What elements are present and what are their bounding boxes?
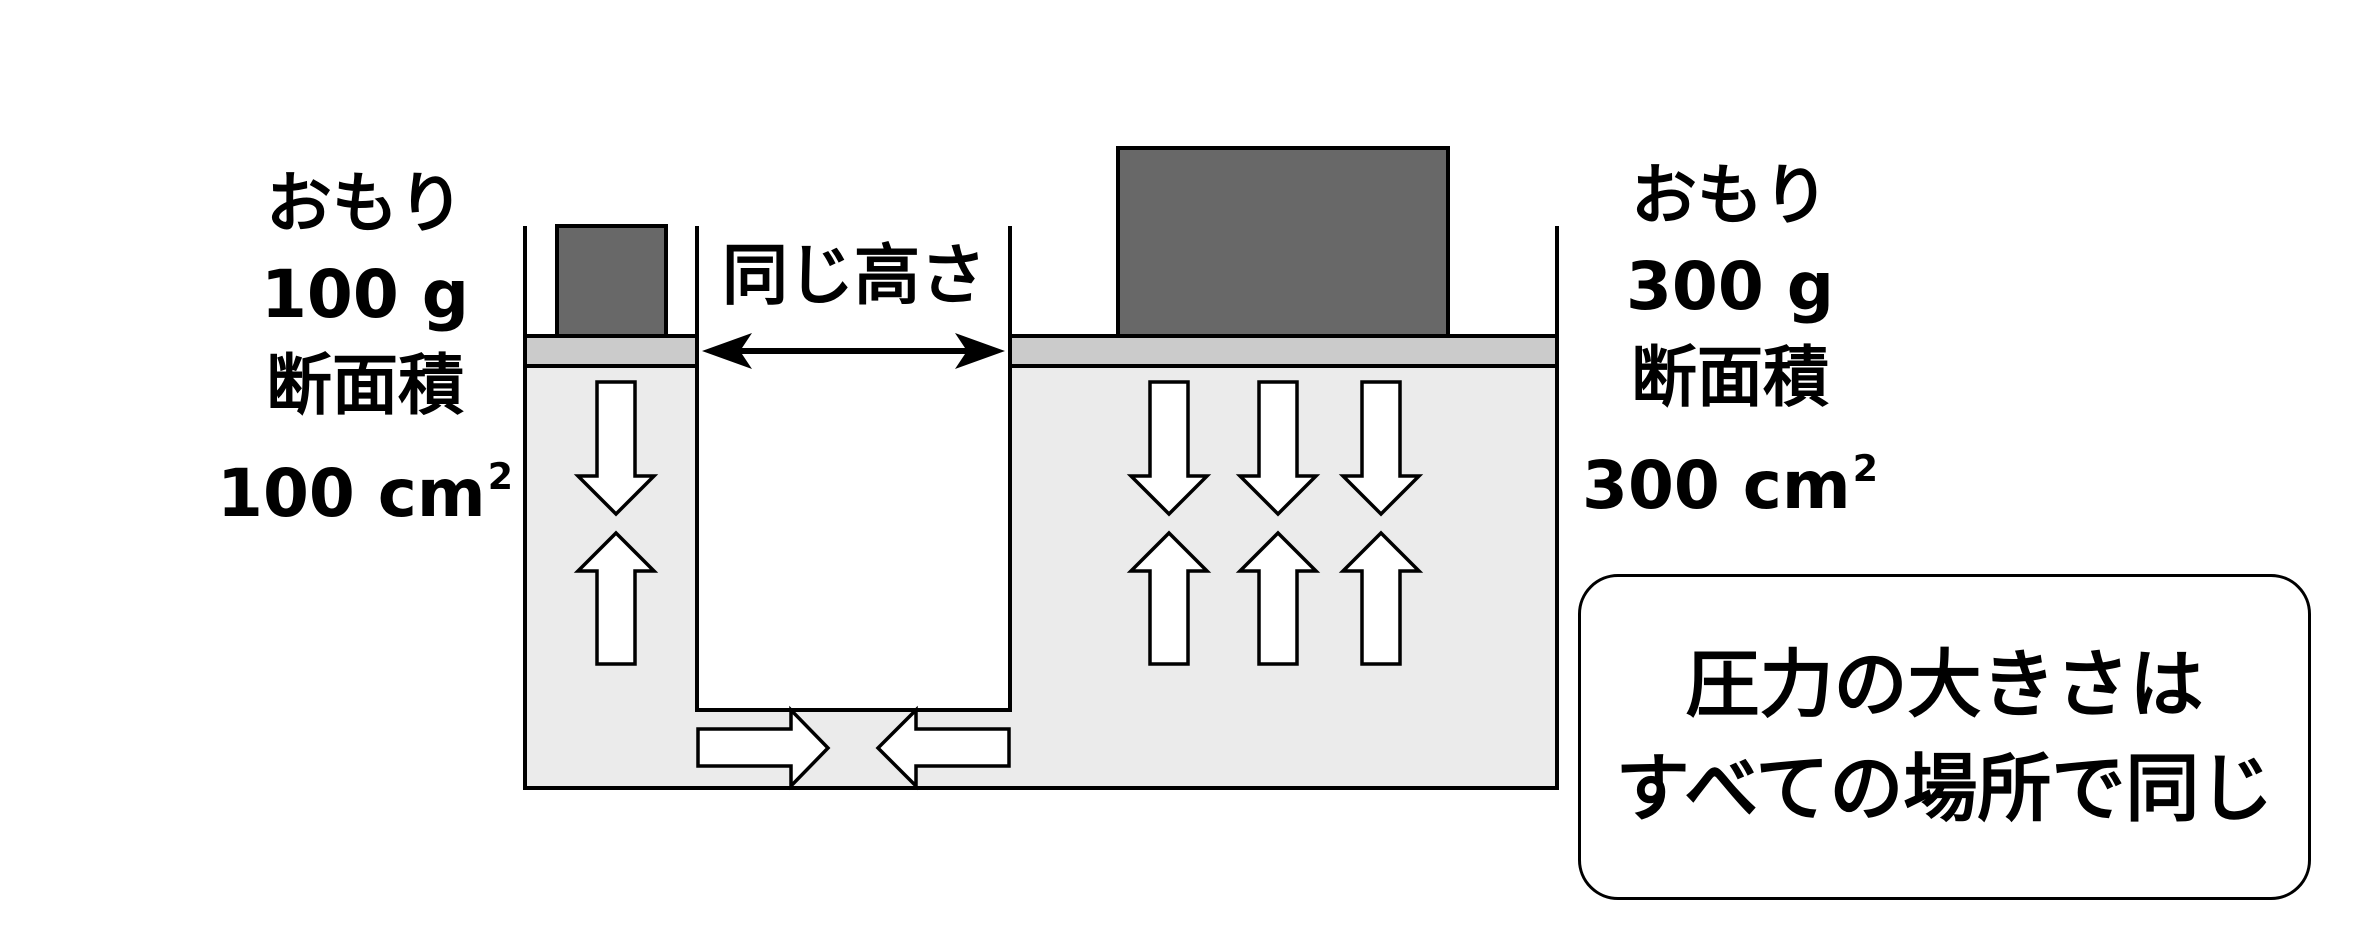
left-area: 100 cm2: [210, 431, 520, 539]
right-weight: [1116, 146, 1450, 338]
down-arrow-icon: [1235, 380, 1321, 517]
right-arrow-icon: [696, 705, 831, 791]
left-mass-unit: g: [421, 256, 469, 333]
left-piston: [523, 334, 699, 368]
pressure-arrows: [573, 380, 1424, 791]
up-arrow-icon: [573, 530, 659, 666]
down-arrow-icon: [573, 380, 659, 517]
container-walls: [523, 226, 1559, 790]
left-weight: [555, 224, 668, 338]
left-weight-mass: 100 g: [210, 249, 520, 340]
up-arrow-icon: [1235, 530, 1321, 666]
left-weight-label: おもり 100 g 断面積 100 cm2: [210, 158, 520, 539]
right-piston: [1008, 334, 1559, 368]
up-arrow-icon: [1126, 530, 1212, 666]
note-line-2: すべての場所で同じ: [1615, 746, 2274, 832]
right-weight-label: おもり 300 g 断面積 300 cm2: [1575, 150, 1885, 531]
left-area-value: 100: [217, 455, 355, 533]
pressure-note-box: 圧力の大きさは すべての場所で同じ: [1578, 574, 2311, 900]
right-area-title: 断面積: [1631, 339, 1829, 416]
right-weight-title: おもり: [1631, 157, 1829, 234]
left-area-exponent: 2: [487, 455, 513, 498]
arrowhead-left: [702, 333, 752, 369]
same-height-double-arrow: [702, 333, 1005, 369]
right-area: 300 cm2: [1575, 423, 1885, 531]
left-area-unit: cm: [377, 455, 486, 533]
left-weight-title: おもり: [266, 165, 464, 242]
left-arrow-icon: [875, 705, 1011, 791]
left-mass-value: 100: [260, 256, 399, 333]
right-mass-value: 300: [1625, 248, 1764, 325]
down-arrow-icon: [1338, 380, 1424, 517]
note-line-1: 圧力の大きさは: [1685, 642, 2204, 728]
left-area-title: 断面積: [266, 347, 464, 424]
right-mass-unit: g: [1786, 248, 1834, 325]
arrowhead-right: [955, 333, 1005, 369]
right-area-exponent: 2: [1852, 447, 1878, 490]
up-arrow-icon: [1338, 530, 1424, 666]
right-area-value: 300: [1582, 447, 1720, 525]
right-area-unit: cm: [1742, 447, 1851, 525]
right-weight-mass: 300 g: [1575, 241, 1885, 332]
liquid-region: [525, 366, 1557, 788]
down-arrow-icon: [1126, 380, 1212, 517]
same-height-label: 同じ高さ: [722, 237, 986, 314]
middle-air-cavity: [697, 226, 1010, 710]
